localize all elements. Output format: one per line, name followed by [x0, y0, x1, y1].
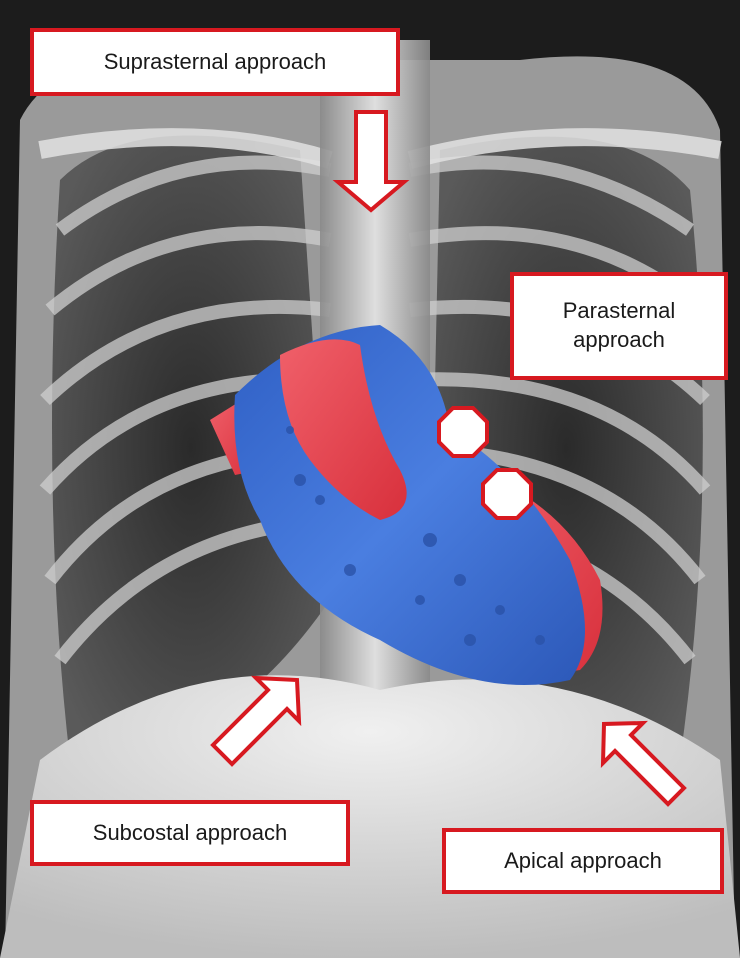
label-apical-text: Apical approach [504, 847, 662, 876]
label-apical: Apical approach [442, 828, 724, 894]
label-suprasternal: Suprasternal approach [30, 28, 400, 96]
label-parasternal-text: Parasternal approach [526, 297, 712, 354]
label-subcostal: Subcostal approach [30, 800, 350, 866]
label-parasternal: Parasternal approach [510, 272, 728, 380]
label-suprasternal-text: Suprasternal approach [104, 48, 327, 77]
label-subcostal-text: Subcostal approach [93, 819, 287, 848]
